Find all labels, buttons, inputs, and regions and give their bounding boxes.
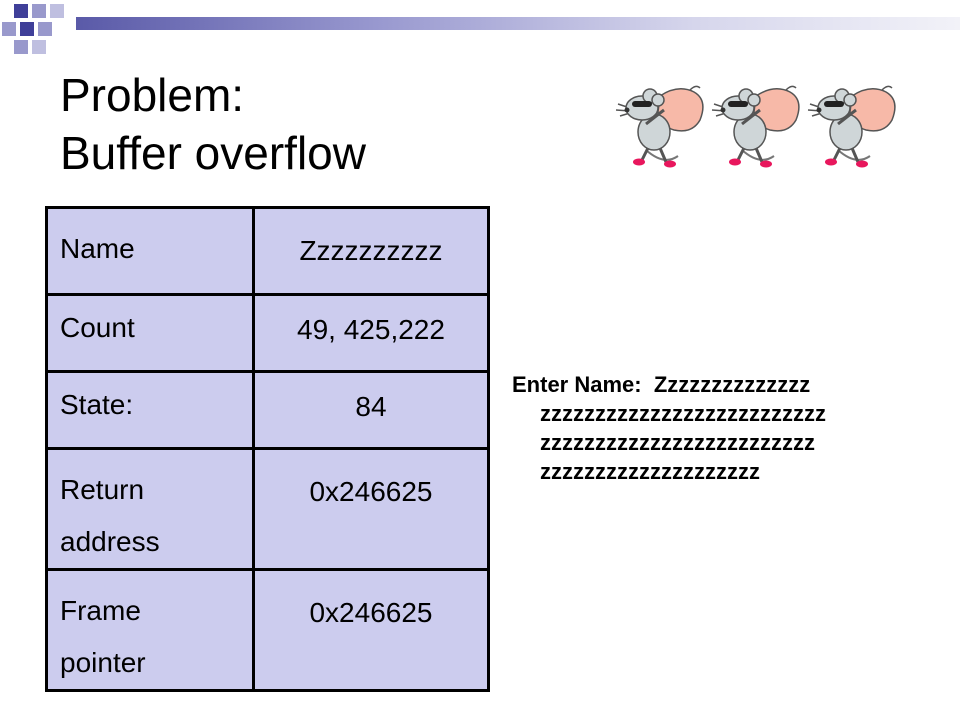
row-value: 0x246625 [252,568,490,692]
table-row: Frame pointer 0x246625 [45,568,490,692]
mouse-thieves-illustration [614,84,897,169]
row-label: Frame pointer [45,568,255,692]
row-value: 84 [252,370,490,450]
row-label: Name [45,206,255,296]
enter-name-prompt: Enter Name: Zzzzzzzzzzzzzz zzzzzzzzzzzzz… [512,370,826,486]
mouse-thief-icon [806,84,897,169]
stack-frame-table: Name Zzzzzzzzzz Count 49, 425,222 State:… [45,206,490,692]
table-row: Count 49, 425,222 [45,293,490,373]
row-label: State: [45,370,255,450]
slide-title: Problem: Buffer overflow [60,66,366,182]
overflow-line: zzzzzzzzzzzzzzzzzzzz [540,459,760,484]
prompt-value: Zzzzzzzzzzzzzz [653,372,811,397]
row-label: Count [45,293,255,373]
mouse-thief-icon [710,84,801,169]
row-value: Zzzzzzzzzz [252,206,490,296]
title-line-1: Problem: [60,69,245,121]
overflow-line: zzzzzzzzzzzzzzzzzzzzzzzzzz [540,401,826,426]
mouse-thief-icon [614,84,705,169]
header-gradient-bar [76,17,960,30]
row-value: 49, 425,222 [252,293,490,373]
prompt-label: Enter Name: [512,372,642,397]
title-line-2: Buffer overflow [60,127,366,179]
corner-squares-decoration [0,0,90,60]
prompt-first-line: Enter Name: Zzzzzzzzzzzzzz [512,370,826,399]
table-row: State: 84 [45,370,490,450]
row-value: 0x246625 [252,447,490,571]
row-label: Return address [45,447,255,571]
table-row: Name Zzzzzzzzzz [45,206,490,296]
table-row: Return address 0x246625 [45,447,490,571]
overflow-line: zzzzzzzzzzzzzzzzzzzzzzzzz [540,430,815,455]
